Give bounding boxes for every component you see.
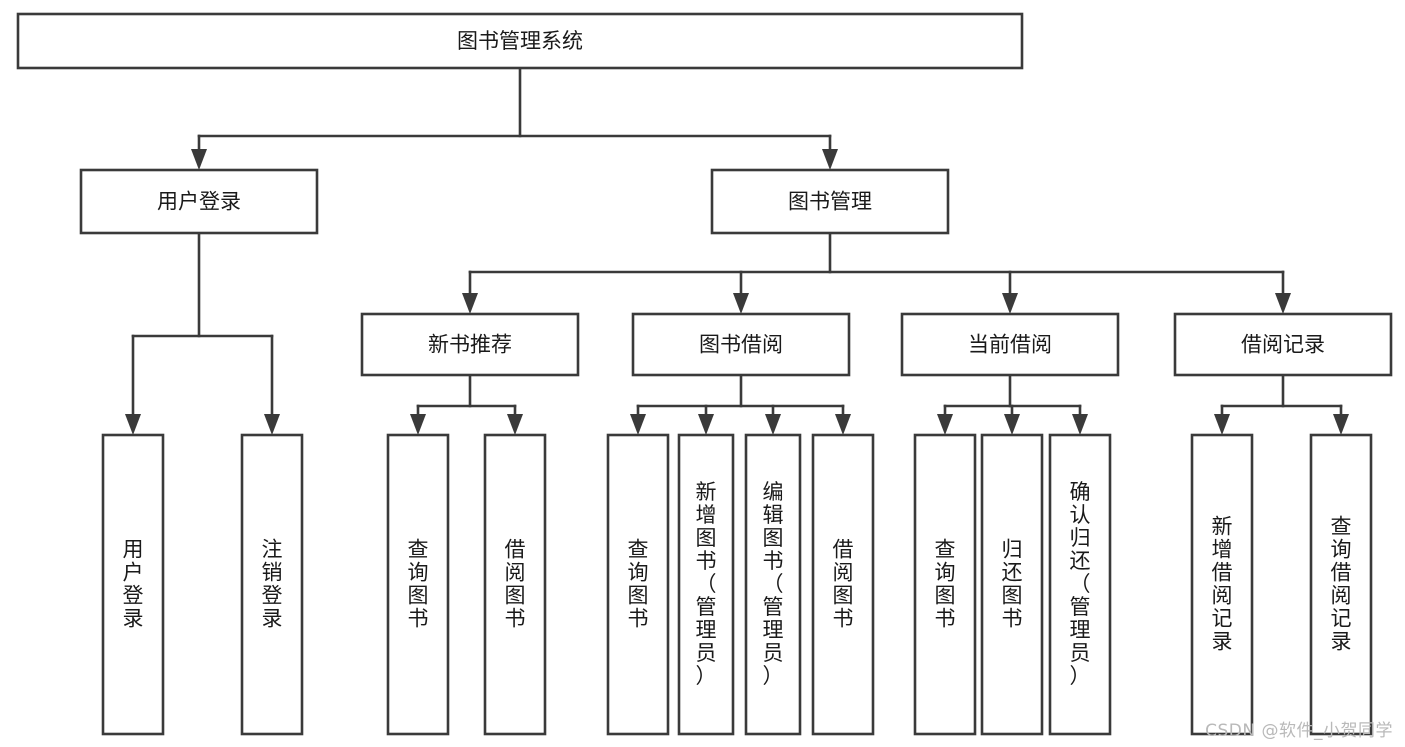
book-mgmt-to-level3-arrow-0 [462,293,478,314]
node-leaf-0[interactable]: 用户登录 [101,433,165,736]
node-leaf-3-label: 借阅图书 [505,537,526,630]
level3-2-to-leaves-arrow-2 [1072,414,1088,435]
node-leaf-8[interactable]: 查询图书 [913,433,977,736]
level3-2-to-leaves-arrow-1 [1004,414,1020,435]
book-mgmt-to-level3-arrow-3 [1275,293,1291,314]
user-login-to-leaves-arrow-0 [125,414,141,435]
node-root-box[interactable] [16,12,1024,70]
node-level3-0-label: 新书推荐 [428,333,512,357]
node-leaf-10-box[interactable] [1048,433,1112,736]
node-leaf-11[interactable]: 新增借阅记录 [1190,433,1254,736]
node-leaf-10-label: 确认归还（管理员） [1070,480,1091,688]
node-leaf-0-box[interactable] [101,433,165,736]
node-level2-0[interactable]: 用户登录 [79,168,319,235]
node-leaf-12[interactable]: 查询借阅记录 [1309,433,1373,736]
node-root-label: 图书管理系统 [457,29,583,53]
node-leaf-8-box[interactable] [913,433,977,736]
node-leaf-12-box[interactable] [1309,433,1373,736]
node-leaf-11-label: 新增借阅记录 [1212,514,1233,653]
node-leaf-1-box[interactable] [240,433,304,736]
node-leaf-2-box[interactable] [386,433,450,736]
csdn-watermark: CSDN @软件_小贺同学 [1205,721,1393,741]
node-root[interactable]: 图书管理系统 [16,12,1024,70]
node-level2-1-label: 图书管理 [788,190,872,214]
node-level3-0[interactable]: 新书推荐 [360,312,580,377]
node-leaf-5-box[interactable] [677,433,735,736]
node-level2-1-box[interactable] [710,168,950,235]
node-leaf-1[interactable]: 注销登录 [240,433,304,736]
node-leaf-4-box[interactable] [606,433,670,736]
node-level3-0-box[interactable] [360,312,580,377]
level3-3-to-leaves-arrow-0 [1214,414,1230,435]
node-level2-0-box[interactable] [79,168,319,235]
level3-0-to-leaves-arrow-0 [410,414,426,435]
node-leaf-12-label: 查询借阅记录 [1331,514,1352,653]
node-leaf-3-box[interactable] [483,433,547,736]
node-level3-1-label: 图书借阅 [699,333,783,357]
node-level2-0-label: 用户登录 [157,190,241,214]
node-level3-3[interactable]: 借阅记录 [1173,312,1393,377]
root-to-level2-arrow-0 [191,149,207,170]
connector-layer [125,66,1349,435]
node-leaf-6[interactable]: 编辑图书（管理员） [744,433,802,736]
node-leaf-5[interactable]: 新增图书（管理员） [677,433,735,736]
node-leaf-0-label: 用户登录 [123,537,144,630]
node-layer: 图书管理系统用户登录图书管理新书推荐图书借阅当前借阅借阅记录用户登录注销登录查询… [16,12,1393,736]
node-leaf-7-label: 借阅图书 [833,537,854,630]
node-leaf-7-box[interactable] [811,433,875,736]
user-login-to-leaves-arrow-1 [264,414,280,435]
level3-1-to-leaves-arrow-1 [698,414,714,435]
level3-1-to-leaves-arrow-2 [765,414,781,435]
node-leaf-10[interactable]: 确认归还（管理员） [1048,433,1112,736]
level3-0-to-leaves-arrow-1 [507,414,523,435]
node-leaf-9[interactable]: 归还图书 [980,433,1044,736]
book-mgmt-to-level3-arrow-2 [1002,293,1018,314]
node-level3-3-box[interactable] [1173,312,1393,377]
node-leaf-2-label: 查询图书 [408,537,429,630]
level3-1-to-leaves-arrow-3 [835,414,851,435]
node-level3-1-box[interactable] [631,312,851,377]
level3-1-to-leaves-arrow-0 [630,414,646,435]
level3-3-to-leaves-arrow-1 [1333,414,1349,435]
node-level3-2-box[interactable] [900,312,1120,377]
book-mgmt-to-level3-arrow-1 [733,293,749,314]
node-leaf-8-label: 查询图书 [935,537,956,630]
node-leaf-11-box[interactable] [1190,433,1254,736]
level3-2-to-leaves-arrow-0 [937,414,953,435]
node-level3-2[interactable]: 当前借阅 [900,312,1120,377]
node-leaf-6-label: 编辑图书（管理员） [763,480,784,688]
node-leaf-4-label: 查询图书 [628,537,649,630]
node-leaf-7[interactable]: 借阅图书 [811,433,875,736]
node-leaf-5-label: 新增图书（管理员） [696,480,717,688]
node-leaf-6-box[interactable] [744,433,802,736]
root-to-level2-arrow-1 [822,149,838,170]
node-level2-1[interactable]: 图书管理 [710,168,950,235]
node-level3-1[interactable]: 图书借阅 [631,312,851,377]
node-leaf-9-box[interactable] [980,433,1044,736]
node-level3-3-label: 借阅记录 [1241,333,1325,357]
node-leaf-2[interactable]: 查询图书 [386,433,450,736]
node-leaf-1-label: 注销登录 [262,537,283,630]
node-level3-2-label: 当前借阅 [968,333,1052,357]
node-leaf-9-label: 归还图书 [1002,537,1023,630]
node-leaf-4[interactable]: 查询图书 [606,433,670,736]
node-leaf-3[interactable]: 借阅图书 [483,433,547,736]
